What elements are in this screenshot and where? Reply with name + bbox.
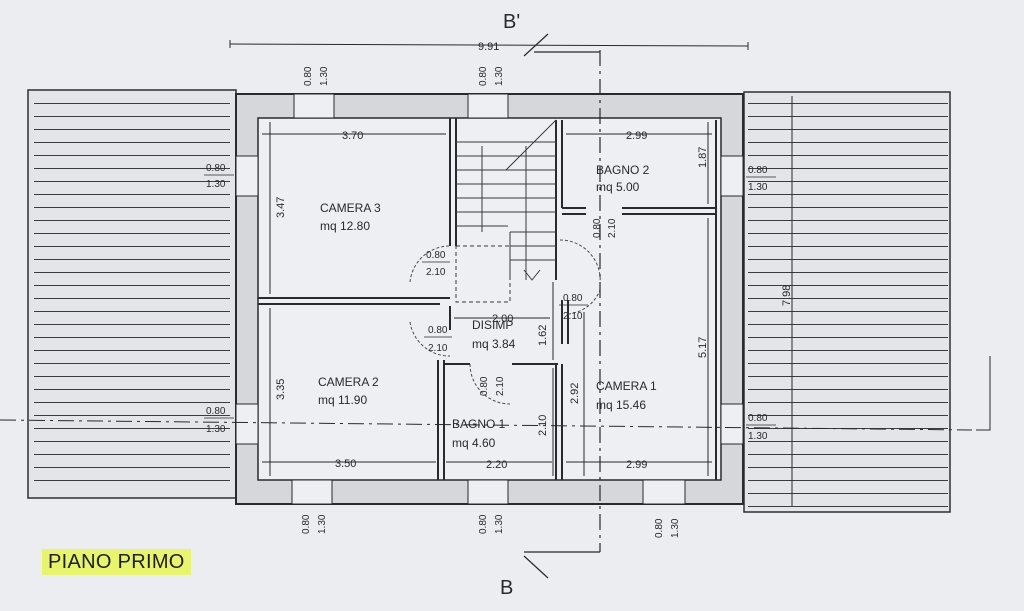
right-terrace [743, 91, 951, 513]
dim-camera1-depth: 5.17 [697, 337, 709, 358]
staircase [455, 119, 557, 303]
svg-text:2.10: 2.10 [428, 343, 448, 354]
dim-bagno2-depth: 1.87 [697, 147, 709, 168]
svg-text:0.80: 0.80 [478, 514, 489, 534]
left-terrace [27, 89, 237, 499]
door-label-bagno2: 0.80 2.10 [592, 218, 618, 238]
door-swings [409, 239, 601, 405]
svg-text:0.80: 0.80 [654, 518, 665, 538]
dim-disimp-depth: 1.62 [537, 325, 549, 346]
dim-camera2-depth: 3.35 [275, 379, 287, 400]
room-camera1-name: CAMERA 1 [596, 379, 657, 393]
dim-bagno2-width: 2.99 [626, 130, 647, 142]
dim-bagno1-depth: 2.10 [537, 415, 549, 436]
room-disimp-name: DISIMP [472, 318, 513, 332]
svg-text:0.80: 0.80 [301, 514, 312, 534]
window-label-left-upper: 0.80 1.30 [204, 163, 234, 190]
window-label-top-left: 0.80 1.30 [303, 66, 330, 86]
room-camera2-area: mq 11.90 [318, 393, 367, 407]
svg-text:0.80: 0.80 [748, 413, 768, 424]
dim-disimp-width: 2.00 [492, 313, 513, 325]
room-dimension-lines [262, 96, 793, 506]
room-camera1-area: mq 15.46 [596, 398, 646, 412]
section-label-top: B' [503, 11, 520, 33]
svg-text:1.30: 1.30 [206, 424, 226, 435]
window-label-bottom-left: 0.80 1.30 [301, 514, 328, 534]
dim-camera1-width: 2.99 [626, 459, 647, 471]
svg-text:1.30: 1.30 [748, 431, 768, 442]
room-bagno1-area: mq 4.60 [452, 436, 496, 450]
room-camera3-area: mq 12.80 [320, 219, 370, 233]
svg-text:0.80: 0.80 [428, 325, 448, 336]
svg-text:1.30: 1.30 [748, 182, 768, 193]
window-label-right-upper: 0.80 1.30 [746, 165, 776, 193]
svg-text:0.80: 0.80 [206, 163, 226, 174]
svg-text:0.80: 0.80 [303, 66, 314, 86]
svg-text:0.80: 0.80 [748, 165, 768, 176]
room-camera2-name: CAMERA 2 [318, 375, 379, 389]
svg-text:2.10: 2.10 [426, 267, 446, 278]
svg-text:0.80: 0.80 [563, 293, 583, 304]
horizontal-axis-line [0, 356, 991, 431]
window-label-left-lower: 0.80 1.30 [204, 406, 234, 435]
door-label-camera3: 0.80 2.10 [422, 250, 450, 278]
window-label-bottom-right: 0.80 1.30 [654, 518, 681, 538]
room-bagno2-name: BAGNO 2 [596, 163, 650, 177]
section-label-bottom: B [500, 577, 513, 599]
svg-text:1.30: 1.30 [317, 514, 328, 534]
interior-walls [258, 118, 717, 480]
svg-text:2.10: 2.10 [495, 376, 506, 396]
window-gaps [235, 93, 744, 505]
svg-text:0.80: 0.80 [479, 376, 490, 396]
door-label-camera2: 0.80 2.10 [424, 325, 452, 354]
door-label-bagno1: 0.80 2.10 [479, 376, 506, 396]
dim-overall-depth: 7.98 [781, 285, 793, 306]
room-disimp-area: mq 3.84 [472, 337, 516, 351]
dim-camera3-width: 3.70 [342, 130, 363, 142]
window-label-right-lower: 0.80 1.30 [746, 413, 776, 442]
svg-text:2.10: 2.10 [563, 311, 583, 322]
svg-text:0.80: 0.80 [426, 250, 446, 261]
dim-bagno1-width: 2.20 [486, 459, 507, 471]
dim-corridor-depth: 2.92 [569, 383, 581, 404]
room-camera3-name: CAMERA 3 [320, 201, 381, 215]
overall-width-label: 9.91 [478, 41, 499, 53]
room-bagno1-name: BAGNO 1 [452, 417, 506, 431]
svg-text:1.30: 1.30 [206, 179, 226, 190]
dim-camera2-width: 3.50 [335, 458, 356, 470]
svg-text:0.80: 0.80 [592, 218, 603, 238]
svg-text:1.30: 1.30 [319, 66, 330, 86]
dim-camera3-depth: 3.47 [275, 197, 287, 218]
window-label-bottom-center: 0.80 1.30 [478, 514, 505, 534]
window-label-top-center: 0.80 1.30 [478, 66, 505, 86]
svg-text:0.80: 0.80 [206, 406, 226, 417]
svg-text:1.30: 1.30 [494, 66, 505, 86]
room-bagno2-area: mq 5.00 [596, 180, 640, 194]
overall-width-dimension [229, 40, 749, 50]
svg-text:0.80: 0.80 [478, 66, 489, 86]
door-label-camera1: 0.80 2.10 [559, 293, 588, 322]
svg-text:2.10: 2.10 [607, 218, 618, 238]
floor-title: PIANO PRIMO [42, 549, 191, 575]
svg-text:1.30: 1.30 [494, 514, 505, 534]
svg-text:1.30: 1.30 [670, 518, 681, 538]
